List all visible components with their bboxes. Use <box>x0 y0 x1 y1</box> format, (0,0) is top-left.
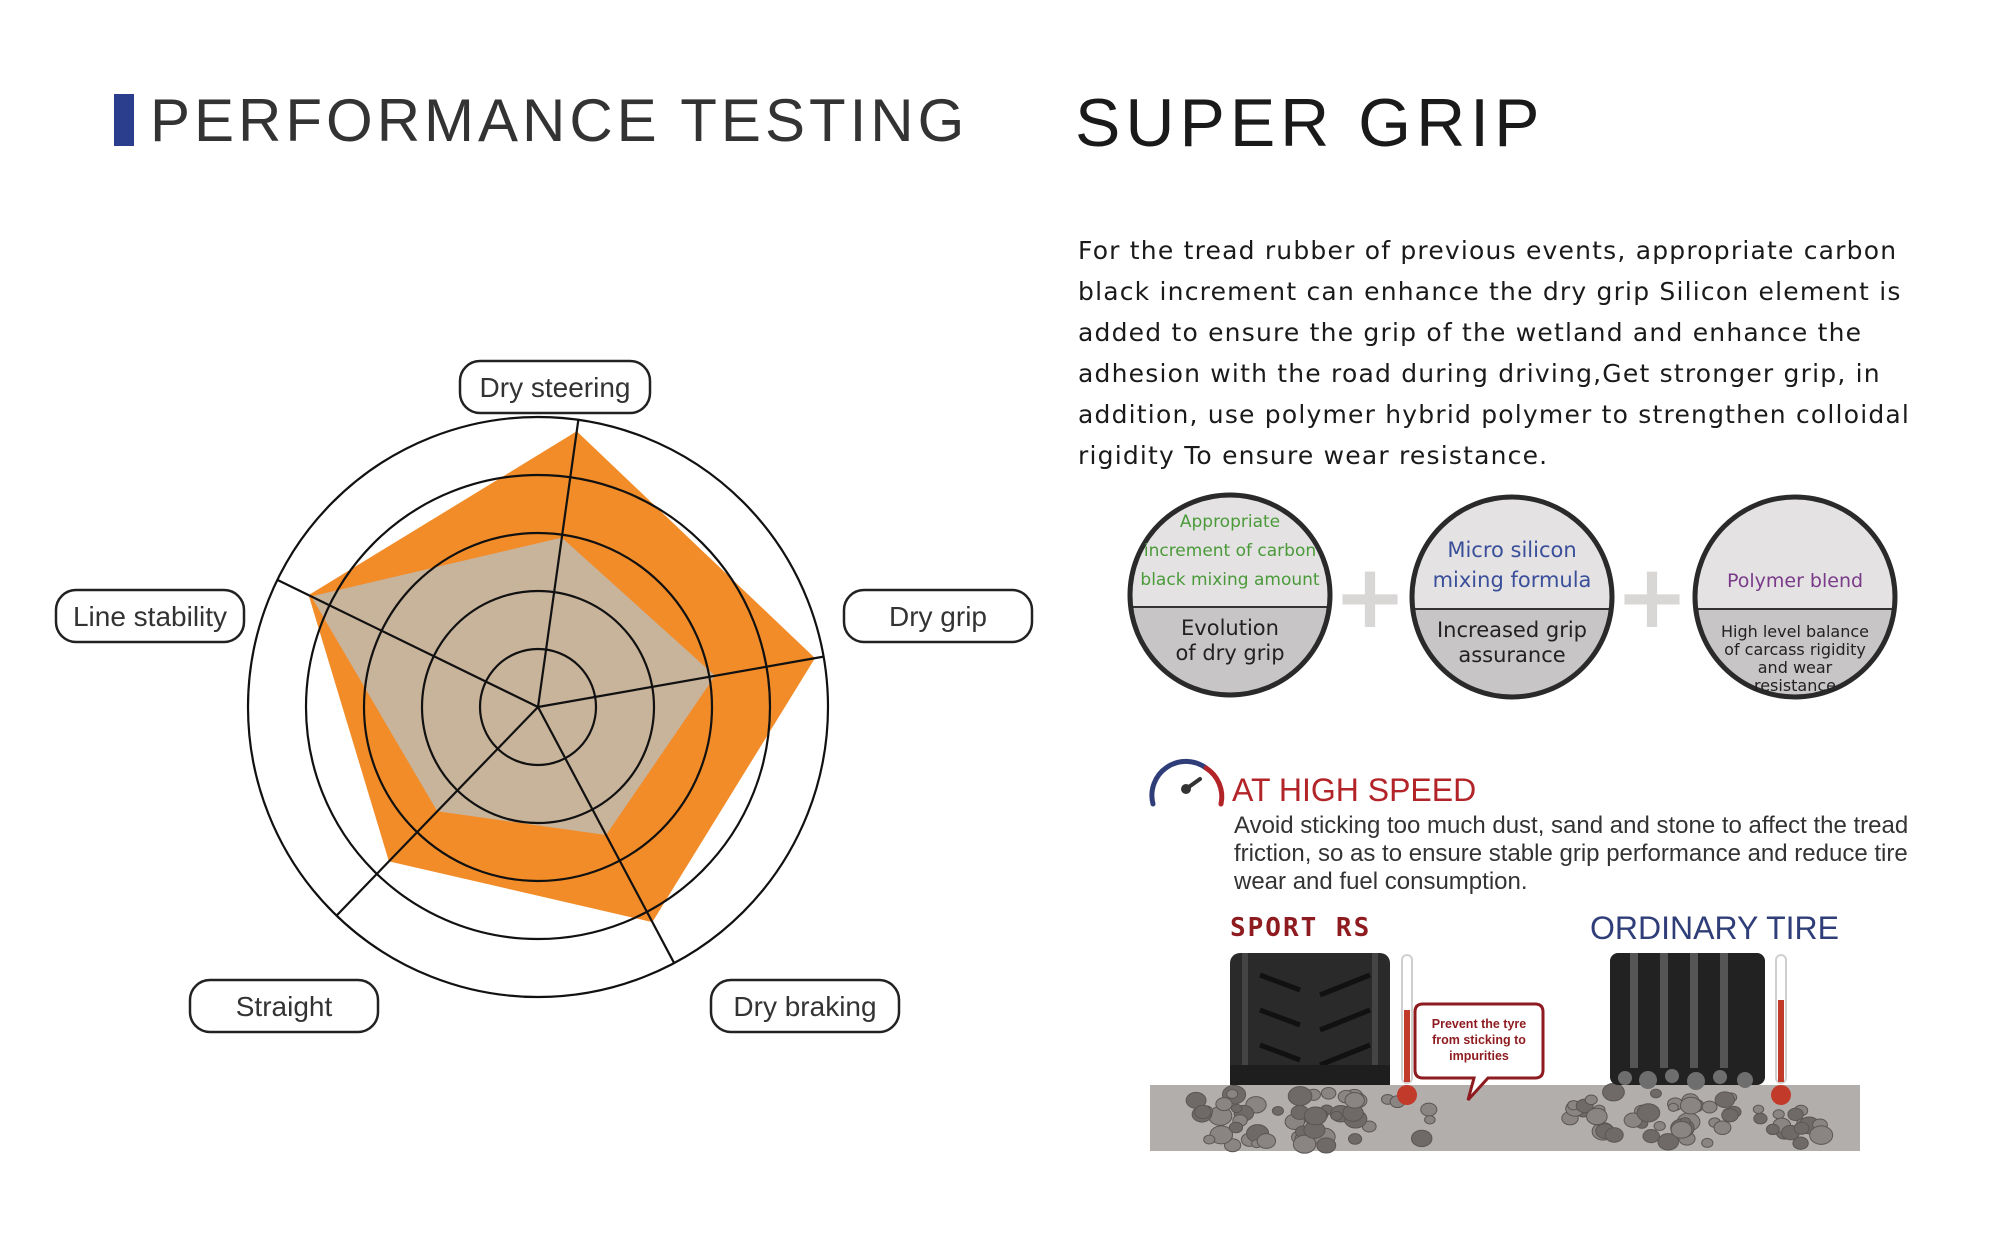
radar-axis-label: Dry steering <box>458 359 652 415</box>
thermometer-icon-sport <box>1397 954 1417 1105</box>
radar-spoke <box>537 655 824 709</box>
radar-ring <box>420 589 656 825</box>
road-gravel-illustration <box>1150 1082 1860 1154</box>
ingredient-circle: Appropriate increment of carbon black mixi… <box>1127 492 1333 698</box>
radar-axis-label-text: Dry grip <box>889 601 987 632</box>
radar-rings <box>246 415 830 999</box>
circle-top-text: mixing formula <box>1433 568 1592 592</box>
super-grip-description: For the tread rubber of previous events,… <box>1078 236 1911 470</box>
circle-bottom-text: and wear <box>1758 658 1833 677</box>
plus-icon: + <box>1333 545 1407 648</box>
ordinary-tire-label: ORDINARY TIRE <box>1590 910 1839 946</box>
radar-spoke <box>276 578 539 708</box>
circle-bottom-text: of carcass rigidity <box>1724 640 1866 659</box>
radar-axis-label: Dry braking <box>709 978 901 1034</box>
sport-rs-tire-illustration <box>1230 953 1390 1085</box>
circle-top-text: black mixing amount <box>1140 570 1319 590</box>
sport-rs-label: SPORT RS <box>1230 913 1372 943</box>
radar-ring <box>246 415 830 999</box>
callout-text: Prevent the tyre from sticking to impuriti… <box>1432 1017 1527 1063</box>
high-speed-title: AT HIGH SPEED <box>1232 772 1477 808</box>
title-accent-bar <box>114 94 134 146</box>
pebbles <box>1185 1082 1834 1154</box>
callout-line: impurities <box>1449 1049 1509 1063</box>
radar-spoke <box>335 706 539 917</box>
radar-ring <box>478 647 598 767</box>
performance-title-text: PERFORMANCE TESTING <box>150 86 969 154</box>
super-grip-title: SUPER GRIP <box>1075 85 1545 161</box>
performance-title: PERFORMANCE TESTING <box>114 86 969 154</box>
radar-axis-label-text: Line stability <box>73 601 227 632</box>
ordinary-tire-illustration <box>1610 953 1765 1090</box>
radar-spoke <box>537 706 676 964</box>
circle-bottom-text: assurance <box>1458 643 1565 667</box>
radar-axis-label: Dry grip <box>842 588 1034 644</box>
radar-ring <box>362 531 714 883</box>
radar-axis-label: Straight <box>188 978 380 1034</box>
radar-ring <box>304 473 772 941</box>
circle-bottom-text: of dry grip <box>1175 641 1284 665</box>
circle-top-text: Polymer blend <box>1727 570 1863 592</box>
radar-axis-label-text: Dry steering <box>480 372 631 403</box>
radar-spokes <box>276 419 824 964</box>
radar-spoke <box>536 419 580 708</box>
thermometer-icon-ordinary <box>1771 954 1791 1105</box>
callout-line: from sticking to <box>1432 1033 1526 1047</box>
callout-line: Prevent the tyre <box>1432 1017 1527 1031</box>
callout-bubble: Prevent the tyre from sticking to impuriti… <box>1413 1002 1545 1102</box>
radar-axis-label-text: Dry braking <box>733 991 876 1022</box>
circle-top-text: Appropriate <box>1180 512 1280 532</box>
plus-icon: + <box>1615 545 1689 648</box>
circle-bottom-text: resistance <box>1754 676 1836 695</box>
high-speed-description: Avoid sticking too much dust, sand and s… <box>1234 812 1909 895</box>
radar-axis-label-text: Straight <box>236 991 333 1022</box>
circle-bottom-text: Increased grip <box>1437 618 1587 642</box>
radar-series-inner <box>311 537 716 836</box>
speedometer-icon <box>1149 758 1225 807</box>
circle-bottom-text: High level balance <box>1721 622 1869 641</box>
circle-bottom-text: Evolution <box>1181 616 1279 640</box>
circle-top-text: Micro silicon <box>1447 538 1576 562</box>
ingredient-circles: Appropriate increment of carbon black mixi… <box>1127 492 1898 700</box>
circle-top-text: increment of carbon <box>1144 541 1316 561</box>
radar-axis-label: Line stability <box>54 588 246 644</box>
